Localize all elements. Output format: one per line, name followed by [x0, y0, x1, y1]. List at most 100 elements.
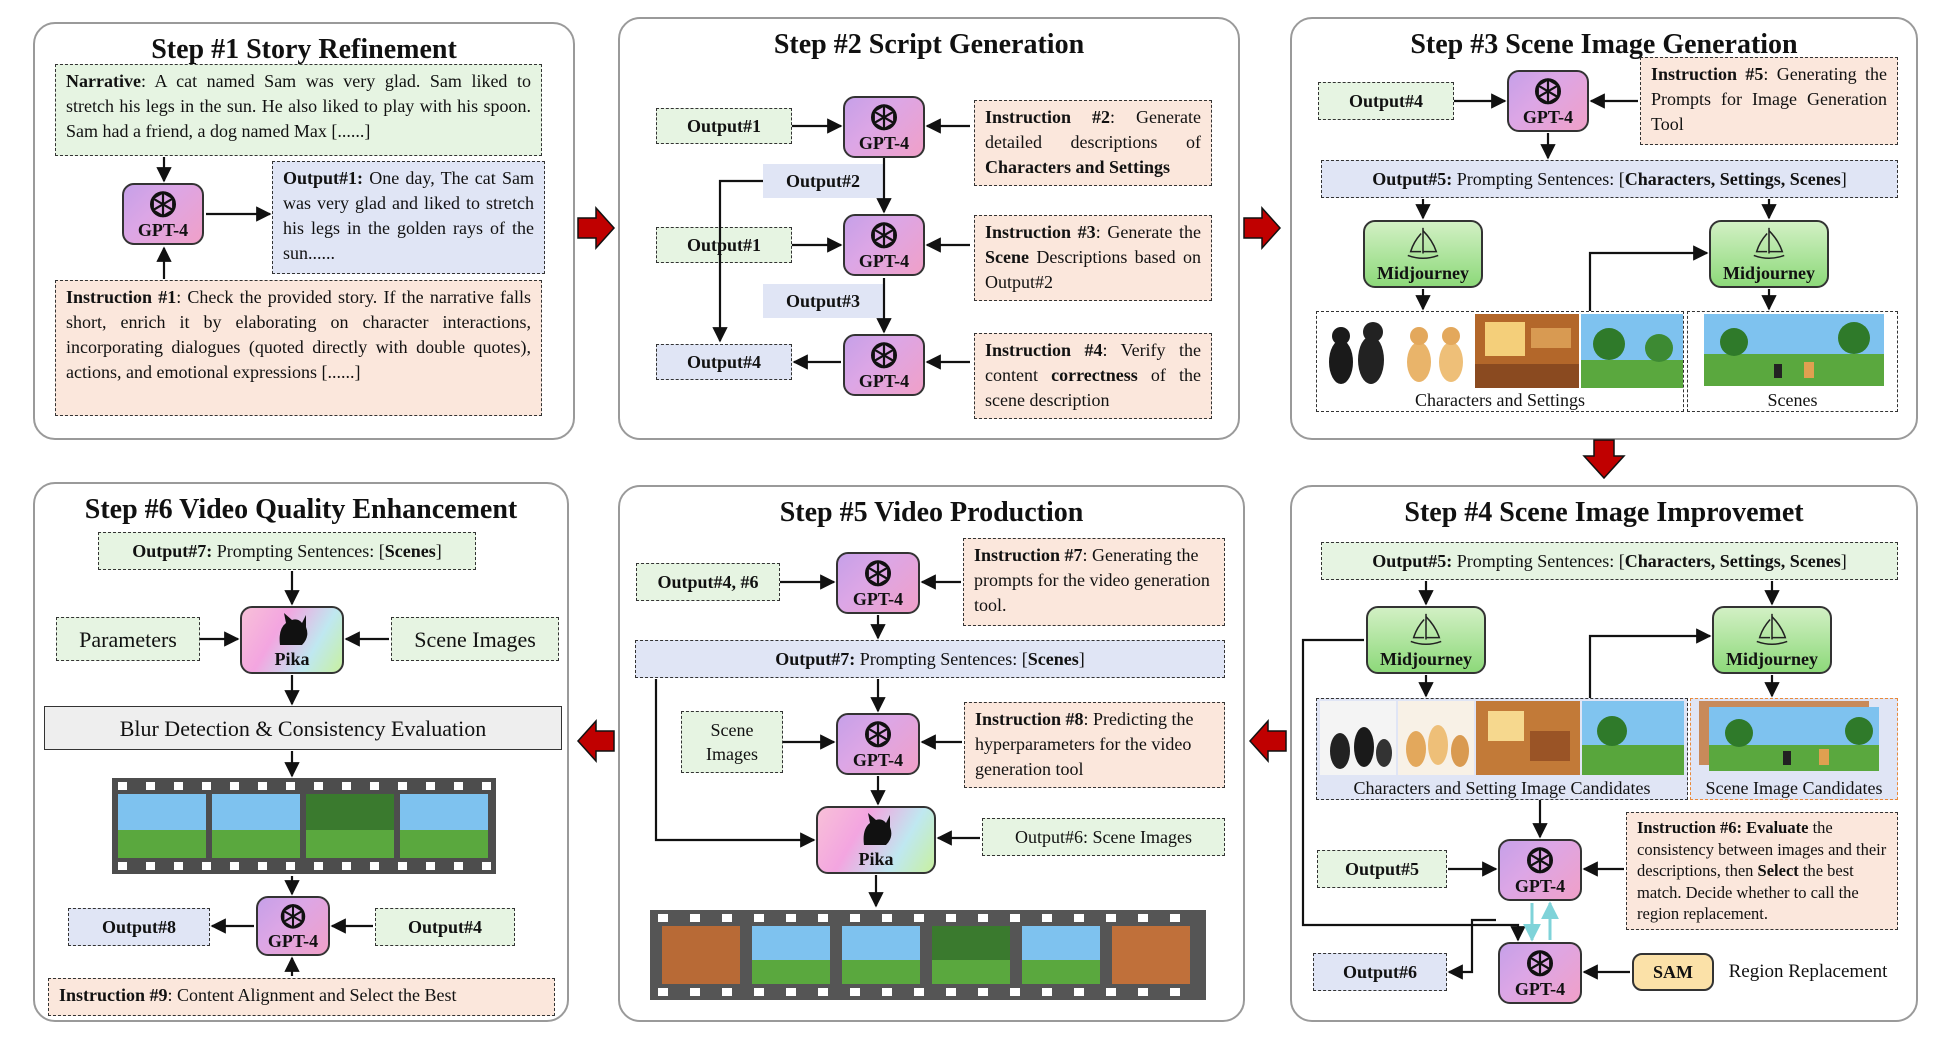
s2-output1-top-label: Output#1 [686, 115, 762, 136]
gpt4-node-s6: GPT-4 [256, 896, 330, 956]
s4-output6: Output#6 [1313, 953, 1447, 991]
s2-output1-mid-label: Output#1 [686, 234, 762, 255]
gpt4-node-s2a: GPT-4 [843, 96, 925, 158]
video-frames [658, 914, 1190, 996]
s5-output7-end: ] [1078, 648, 1085, 669]
instruction7-text: : Generating the prompts for the video g… [974, 545, 1210, 615]
instruction4-bold: correctness [1051, 365, 1138, 385]
midjourney-icon [1407, 611, 1445, 649]
s5-output6-label: Output#6: Scene Images [1015, 826, 1192, 847]
output1-label: Output#1: [283, 168, 364, 188]
openai-icon [146, 189, 180, 223]
instruction6-text-b: the best match. Decide whether to call t… [1637, 861, 1859, 923]
instruction1-box: Instruction #1: Check the provided story… [55, 280, 542, 416]
s3-output5-end: ] [1840, 168, 1847, 189]
s3-caption-characters: Characters and Settings [1415, 390, 1585, 410]
gpt4-node-s4a: GPT-4 [1498, 839, 1582, 901]
instruction5-text: : Generating the Prompts for Image Gener… [1651, 64, 1887, 134]
s2-output1-mid: Output#1 [656, 227, 792, 263]
instruction1-label: Instruction #1 [66, 287, 177, 307]
s5-output7-label: Output#7: [775, 648, 856, 669]
s4-output5-text: Prompting Sentences: [ [1452, 550, 1625, 571]
instruction3-box: Instruction #3: Generate the Scene Descr… [974, 215, 1212, 301]
midjourney-label: Midjourney [1380, 649, 1472, 669]
instruction5-box: Instruction #5: Generating the Prompts f… [1640, 57, 1898, 145]
step6-title: Step #6 Video Quality Enhancement [84, 494, 518, 525]
instruction1-text: : Check the provided story. If the narra… [66, 287, 532, 382]
gpt4-node-s2b: GPT-4 [843, 214, 925, 276]
instruction9-text: : Content Alignment and Select the Best [167, 985, 457, 1005]
instruction4-text-b: of the scene description [985, 365, 1202, 410]
s5-output46: Output#4, #6 [636, 563, 780, 601]
midjourney-node-s4b: Midjourney [1712, 606, 1832, 674]
instruction3-text-a: : Generate the [1095, 222, 1201, 242]
instruction2-bold: Characters and Settings [985, 157, 1170, 177]
s3-caption-scenes: Scenes [1767, 390, 1818, 410]
midjourney-label: Midjourney [1723, 263, 1815, 283]
s4-output5: Output#5 [1317, 850, 1447, 888]
step1-title: Step #1 Story Refinement [151, 34, 457, 65]
gpt4-label: GPT-4 [852, 589, 904, 609]
instruction6-box: Instruction #6: Evaluate the consistency… [1626, 812, 1898, 930]
gpt4-node-s5a: GPT-4 [836, 552, 920, 614]
narrative-text: : A cat named Sam was very glad. Sam lik… [66, 71, 531, 141]
sam-node: SAM [1632, 953, 1714, 991]
gpt4-node-s5b: GPT-4 [836, 713, 920, 775]
gpt4-label: GPT-4 [852, 750, 904, 770]
s4-scene-candidates: Scene Image Candidates [1690, 698, 1898, 800]
s6-scene-images-label: Scene Images [414, 626, 536, 652]
s6-output7: Output#7: Prompting Sentences: [Scenes] [98, 532, 476, 570]
midjourney-node-s3b: Midjourney [1709, 220, 1829, 288]
s3-output5-bold: Characters, Settings, Scenes [1624, 168, 1841, 189]
s2-output4: Output#4 [656, 344, 792, 380]
scene-candidate-thumbnails [1699, 701, 1879, 771]
s5-output7: Output#7: Prompting Sentences: [Scenes] [635, 640, 1225, 678]
midjourney-icon [1404, 225, 1442, 263]
instruction6-text-a: the consistency between images and their… [1637, 818, 1887, 880]
openai-icon [867, 220, 901, 254]
midjourney-node-s4a: Midjourney [1366, 606, 1486, 674]
s4-output5-wide: Output#5: Prompting Sentences: [Characte… [1321, 542, 1898, 580]
instruction7-label: Instruction #7 [974, 545, 1083, 565]
instruction7-box: Instruction #7: Generating the prompts f… [963, 538, 1225, 626]
region-replacement-label: Region Replacement [1728, 961, 1888, 982]
openai-icon [1523, 845, 1557, 879]
gpt4-label: GPT-4 [137, 220, 189, 240]
midjourney-label: Midjourney [1377, 263, 1469, 283]
instruction9-label: Instruction #9 [59, 985, 168, 1005]
s2-output3: Output#3 [763, 284, 883, 318]
gpt4-label: GPT-4 [858, 251, 910, 271]
instruction2-text: : Generate detailed descriptions of [985, 107, 1201, 152]
openai-icon [277, 902, 309, 934]
s6-output7-bold: Scenes [384, 540, 436, 561]
s2-output3-label: Output#3 [785, 290, 861, 311]
output1-text: One day, The cat Sam was very glad and l… [283, 168, 534, 263]
instruction6-bold1: : Evaluate [1736, 818, 1809, 837]
instruction8-text: : Predicting the hyperparameters for the… [975, 709, 1194, 779]
s4-caption-scenes: Scene Image Candidates [1705, 778, 1883, 798]
s4-character-candidates: Characters and Setting Image Candidates [1316, 698, 1688, 800]
s6-output4-label: Output#4 [407, 916, 483, 937]
openai-icon [867, 102, 901, 136]
gpt4-label: GPT-4 [1522, 107, 1574, 127]
gpt4-label: GPT-4 [1514, 876, 1566, 896]
s6-output4: Output#4 [375, 908, 515, 946]
sam-label: SAM [1653, 961, 1693, 982]
gpt4-node-s4b: GPT-4 [1498, 942, 1582, 1004]
gpt4-node-s2c: GPT-4 [843, 334, 925, 396]
openai-icon [861, 558, 895, 592]
gpt4-label: GPT-4 [858, 371, 910, 391]
instruction6-label: Instruction #6 [1637, 818, 1737, 837]
s5-scene-images-label: Scene Images [706, 720, 758, 764]
s6-output7-label: Output#7: [132, 540, 213, 561]
s3-output5-label: Output#5: [1372, 168, 1453, 189]
instruction3-text-b: Descriptions based on Output#2 [985, 247, 1201, 292]
step2-title: Step #2 Script Generation [773, 29, 1085, 60]
openai-icon [1531, 76, 1565, 110]
openai-icon [861, 719, 895, 753]
s6-parameters-label: Parameters [79, 626, 177, 652]
step4-title: Step #4 Scene Image Improvemet [1404, 497, 1804, 528]
instruction3-label: Instruction #3 [985, 222, 1096, 242]
s6-output7-text: Prompting Sentences: [ [212, 540, 385, 561]
output1-box: Output#1: One day, The cat Sam was very … [272, 161, 545, 274]
